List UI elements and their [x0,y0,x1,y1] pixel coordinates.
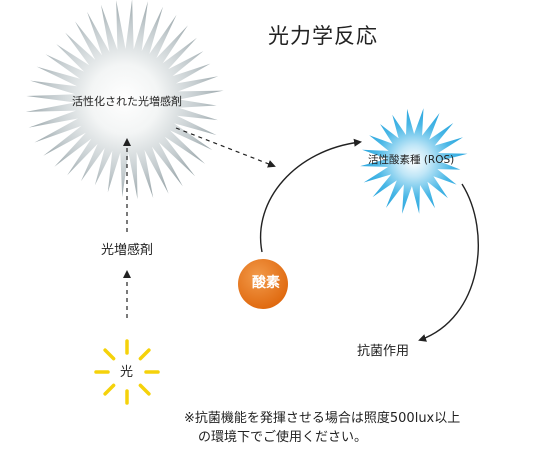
oxygen-circle [238,259,288,309]
light-ray [138,383,151,396]
label-oxygen: 酸素 [252,275,280,291]
note-line-1: ※抗菌機能を発揮させる場合は照度500lux以上 [184,411,461,426]
light-ray [138,348,151,361]
dashed-arrow-activated-to-cycle [175,127,276,168]
label-antibacterial-action: 抗菌作用 [357,344,410,359]
light-ray [103,348,116,361]
ros-burst [360,108,468,214]
label-photosensitizer: 光増感剤 [101,243,154,258]
activated-photosensitizer-burst [25,0,224,200]
note-line-2: の環境下でご使用ください。 [198,430,368,445]
light-ray [103,383,116,396]
curved-arrow-ros-to-antibacterial [418,183,479,342]
label-activated-photosensitizer: 活性化された光増感剤 [72,95,182,108]
light-rays-icon [94,339,160,405]
diagram-title: 光力学反応 [268,24,378,48]
label-reactive-oxygen-species: 活性酸素種 (ROS) [368,154,455,166]
label-light: 光 [120,365,134,380]
curved-arrow-oxygen-to-ros [259,138,362,253]
